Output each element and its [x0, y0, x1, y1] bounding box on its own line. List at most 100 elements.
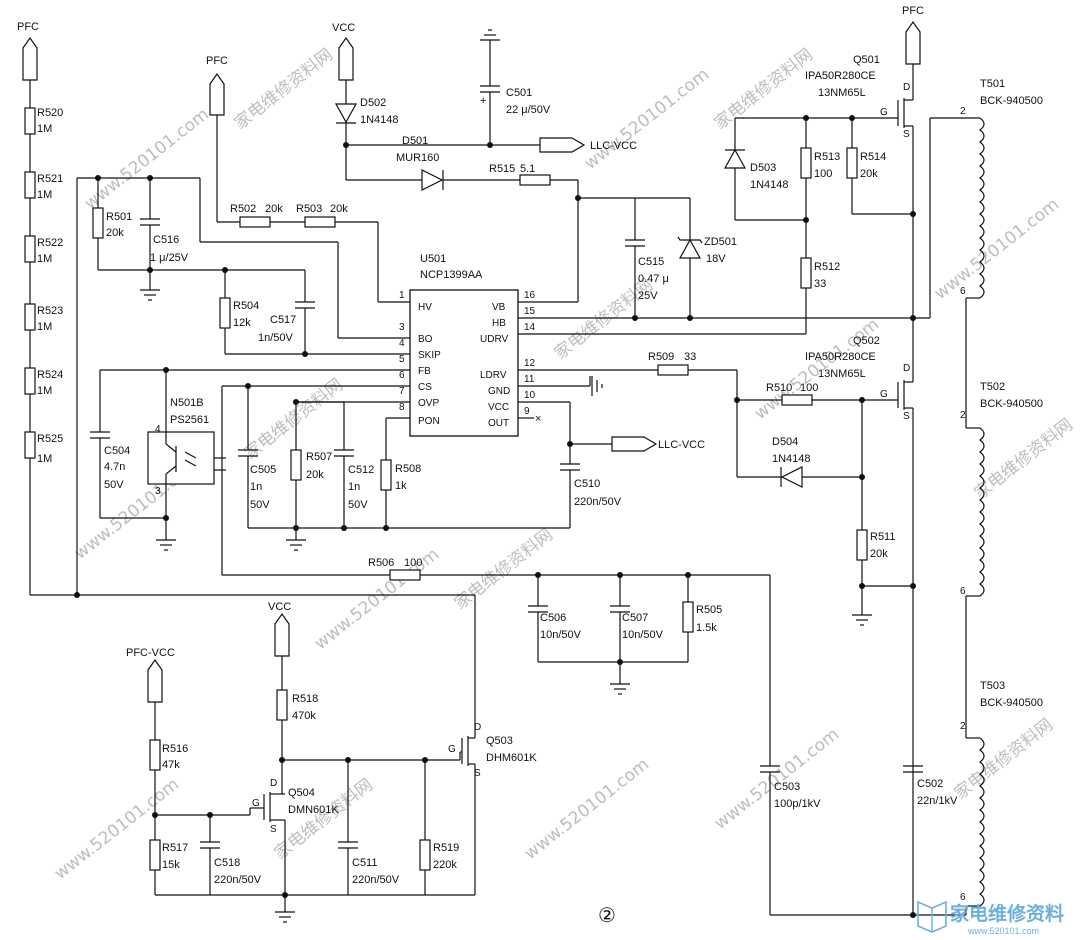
ref-label: C507: [622, 612, 648, 624]
mosfet-q501: PFC Q501 IPA50R280CE 13NM65L D G S D503 …: [723, 5, 980, 334]
ref-label: R523: [37, 305, 63, 317]
ref-label: C505: [250, 464, 276, 476]
ground-icon: [275, 911, 295, 923]
pin-name: LDRV: [480, 370, 507, 381]
value-label: DMN601K: [288, 804, 339, 816]
value-label: BCK-940500: [980, 95, 1043, 107]
diode-d504: [780, 466, 803, 488]
brand-watermark: 家电维修资料 www.520101.com: [917, 900, 1064, 936]
value-label: 20k: [265, 203, 283, 215]
watermark-url: www.520101.com: [521, 754, 653, 863]
port-label: PFC: [206, 55, 228, 67]
polarity-mark: +: [480, 95, 486, 107]
value-label: 5.1: [520, 163, 535, 175]
resistor-r515: [519, 174, 551, 186]
ref-label: D502: [360, 97, 386, 109]
ref-label: C501: [506, 87, 532, 99]
ref-label: R522: [37, 237, 63, 249]
value-label: 47k: [162, 759, 180, 771]
watermark-cn: 家电维修资料网: [951, 715, 1057, 804]
value-label: 50V: [104, 479, 124, 491]
diode-d502: [334, 103, 358, 124]
ref-label: R504: [233, 300, 259, 312]
pin-name: GND: [488, 386, 510, 397]
pin-number: 12: [524, 358, 536, 369]
ground-icon: [852, 614, 872, 626]
resistor-r502: [239, 216, 271, 228]
pin-name: SKIP: [418, 350, 441, 361]
pin-number: 6: [960, 892, 966, 903]
pin-number: 4: [155, 424, 161, 435]
port-label: LLC-VCC: [658, 439, 705, 451]
value-label: 100: [814, 168, 832, 180]
ref-label: D501: [402, 135, 428, 147]
value-label: 1k: [395, 480, 407, 492]
ground-icon: [480, 29, 500, 41]
pin-number: 15: [524, 306, 536, 317]
port-pfc-right: [905, 20, 921, 65]
fet-pin-label: D: [903, 82, 910, 93]
resistor-r524: [24, 367, 36, 395]
transformer-stack: T501 BCK-940500 2 6 T502 BCK-940500 2 6 …: [913, 78, 1043, 916]
pin-name: CS: [418, 382, 432, 393]
resistor-r518: [276, 689, 288, 721]
ref-label: C515: [638, 256, 664, 268]
pin-number: 4: [399, 338, 405, 349]
value-label: 470k: [292, 710, 316, 722]
port-llc-vcc: [611, 436, 658, 452]
pin-number: 14: [524, 322, 536, 333]
diode-d501: [421, 169, 444, 191]
current-sense-network: R506 100 C506 10n/50V C507 10n/50V R505 …: [222, 557, 915, 916]
pin-name: PON: [418, 416, 440, 427]
value-label: 100p/1kV: [774, 798, 821, 810]
value-label: BCK-940500: [980, 697, 1043, 709]
value-label: 220n/50V: [352, 874, 400, 886]
resistor-r501: [92, 207, 104, 239]
ground-icon: [591, 376, 603, 396]
fet-pin-label: S: [474, 768, 481, 779]
port-label: VCC: [268, 601, 291, 613]
ref-label: R503: [296, 203, 322, 215]
resistor-r523: [24, 303, 36, 331]
value-label: DHM601K: [486, 752, 537, 764]
ref-label: Q504: [288, 787, 315, 799]
port-vcc-bottom: [274, 612, 290, 657]
pin-name: OVP: [418, 398, 439, 409]
transformer-winding-t501: [979, 117, 985, 299]
ref-label: R509: [648, 351, 674, 363]
resistor-r512: [800, 257, 812, 289]
watermark-cn: 家电维修资料网: [711, 45, 817, 134]
ref-label: C511: [352, 857, 377, 869]
value-label: 100: [404, 557, 422, 569]
pin-number: 11: [524, 374, 535, 385]
value-label: 13NM65L: [818, 87, 866, 99]
ref-label: R512: [814, 261, 840, 273]
fet-pin-label: D: [903, 363, 910, 374]
ref-label: R520: [37, 107, 63, 119]
watermark-url: www.520101.com: [931, 194, 1063, 303]
diode-d503: [723, 148, 747, 169]
value-label: 100: [800, 382, 818, 394]
ic-part: NCP1399AA: [420, 269, 483, 281]
ref-label: D504: [772, 436, 798, 448]
value-label: 220k: [433, 859, 457, 871]
port-label: PFC: [902, 5, 924, 17]
fet-pin-label: S: [903, 411, 910, 422]
resistor-r504: [219, 297, 231, 329]
port-pfc-mid: [209, 72, 225, 116]
ref-label: R506: [368, 557, 394, 569]
port-vcc-top: [338, 36, 354, 81]
value-label: 1N4148: [750, 179, 789, 191]
optocoupler-n501b: N501B PS2561 4 3 C504 4.7n 50V: [90, 367, 226, 551]
value-label: PS2561: [170, 414, 209, 426]
ground-icon: [286, 539, 306, 551]
port-label: LLC-VCC: [590, 140, 637, 152]
ref-label: R517: [162, 842, 188, 854]
ref-label: D503: [750, 162, 776, 174]
ground-icon: [610, 683, 630, 695]
value-label: 10n/50V: [622, 629, 664, 641]
pin-name: OUT: [488, 418, 509, 429]
resistor-r522: [24, 235, 36, 263]
mosfet-q502: Q502 IPA50R280CE 13NM65L D G S R509 33 R…: [648, 318, 958, 918]
fet-pin-label: S: [903, 129, 910, 140]
